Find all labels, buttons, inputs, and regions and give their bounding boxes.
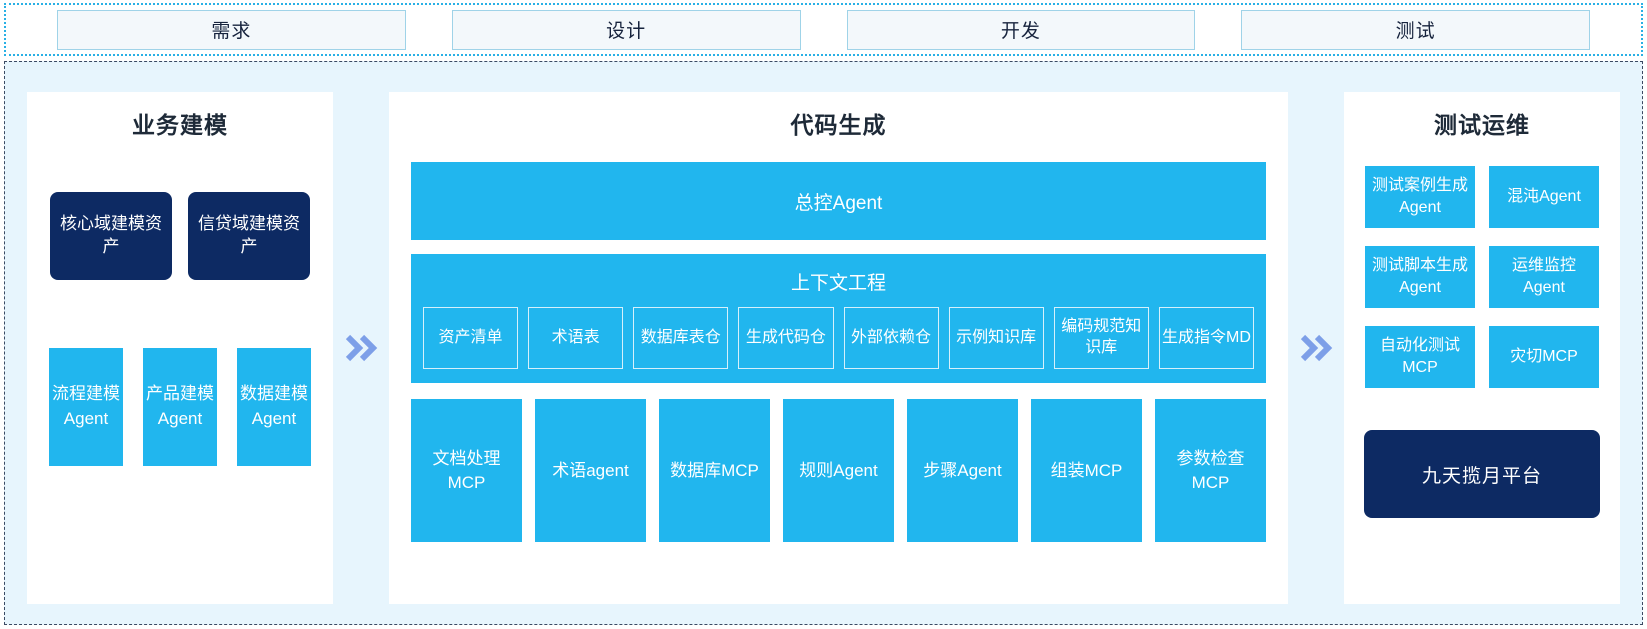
context-item-label: 生成指令MD xyxy=(1161,328,1251,346)
tool-box-parameter-check-mcp[interactable]: 参数检查MCP xyxy=(1155,399,1266,542)
testops-label: 测试案例生成Agent xyxy=(1371,177,1468,216)
asset-label: 信贷域建模资产 xyxy=(198,214,300,256)
test-ops-grid: 测试案例生成Agent 混沌Agent 测试脚本生成Agent 运维监控Agen… xyxy=(1344,166,1620,388)
phase-label: 开发 xyxy=(1000,21,1041,42)
asset-box-core-domain[interactable]: 核心域建模资产 xyxy=(50,192,172,280)
context-item-label: 编码规范知识库 xyxy=(1061,318,1142,356)
testops-box-chaos-agent[interactable]: 混沌Agent xyxy=(1489,166,1599,228)
tool-label: 文档处理MCP xyxy=(432,448,501,492)
context-item-generated-code-repo[interactable]: 生成代码仓 xyxy=(738,307,834,369)
context-item-example-knowledge-base[interactable]: 示例知识库 xyxy=(948,307,1044,369)
phase-label: 需求 xyxy=(211,21,252,42)
asset-box-credit-domain[interactable]: 信贷域建模资产 xyxy=(188,192,310,280)
testops-label: 混沌Agent xyxy=(1507,188,1581,206)
testops-box-ops-monitoring-agent[interactable]: 运维监控Agent xyxy=(1489,246,1599,308)
tool-box-assembly-mcp[interactable]: 组装MCP xyxy=(1031,399,1142,542)
chevron-right-icon-2 xyxy=(1288,92,1344,604)
context-item-label: 外部依赖仓 xyxy=(851,328,932,346)
tool-box-document-processing-mcp[interactable]: 文档处理MCP xyxy=(411,399,522,542)
phase-strip: 需求 设计 开发 测试 xyxy=(4,3,1643,56)
context-engineering-title: 上下文工程 xyxy=(790,273,886,294)
phase-box-requirement[interactable]: 需求 xyxy=(57,9,406,50)
business-assets-row: 核心域建模资产 信贷域建模资产 xyxy=(27,192,333,280)
panel-test-ops: 测试运维 测试案例生成Agent 混沌Agent 测试脚本生成Agent 运维监… xyxy=(1344,92,1620,604)
testops-label: 自动化测试MCP xyxy=(1379,337,1460,376)
panel-title-test-ops: 测试运维 xyxy=(1434,112,1530,138)
tool-box-database-mcp[interactable]: 数据库MCP xyxy=(659,399,770,542)
phase-box-testing[interactable]: 测试 xyxy=(1241,9,1590,50)
tool-label: 参数检查MCP xyxy=(1176,448,1245,492)
tool-label: 规则Agent xyxy=(799,460,878,480)
agent-label: 流程建模Agent xyxy=(52,384,120,428)
tool-box-glossary-agent[interactable]: 术语agent xyxy=(535,399,646,542)
testops-label: 灾切MCP xyxy=(1510,348,1578,366)
testops-box-automated-test-mcp[interactable]: 自动化测试MCP xyxy=(1365,326,1475,388)
agent-box-product-modeling[interactable]: 产品建模Agent xyxy=(143,348,217,466)
master-agent-bar[interactable]: 总控Agent xyxy=(411,162,1266,240)
tool-label: 步骤Agent xyxy=(923,460,1002,480)
testops-label: 运维监控Agent xyxy=(1511,257,1576,296)
context-item-label: 术语表 xyxy=(551,328,600,346)
context-items-row: 资产清单 术语表 数据库表仓 生成代码仓 外部依赖仓 示例知识库 编码规范知识库… xyxy=(423,307,1254,369)
panel-title-code-generation: 代码生成 xyxy=(790,112,887,138)
context-item-coding-standard-knowledge-base[interactable]: 编码规范知识库 xyxy=(1053,307,1149,369)
tool-label: 组装MCP xyxy=(1050,460,1123,480)
code-generation-content: 总控Agent 上下文工程 资产清单 术语表 数据库表仓 生成代码仓 外部依赖仓… xyxy=(389,162,1288,542)
business-agents-row: 流程建模Agent 产品建模Agent 数据建模Agent xyxy=(27,348,333,466)
tool-box-rule-agent[interactable]: 规则Agent xyxy=(783,399,894,542)
agent-box-data-modeling[interactable]: 数据建模Agent xyxy=(237,348,311,466)
main-body: 业务建模 核心域建模资产 信贷域建模资产 流程建模Agent 产品建模Agent… xyxy=(4,61,1643,625)
panel-title-business-modeling: 业务建模 xyxy=(132,112,228,138)
panel-code-generation: 代码生成 总控Agent 上下文工程 资产清单 术语表 数据库表仓 生成代码仓 … xyxy=(389,92,1288,604)
chevron-right-icon-1 xyxy=(333,92,389,604)
context-item-label: 示例知识库 xyxy=(956,328,1037,346)
phase-box-development[interactable]: 开发 xyxy=(846,9,1196,50)
testops-label: 测试脚本生成Agent xyxy=(1371,257,1468,296)
platform-label: 九天揽月平台 xyxy=(1421,465,1542,487)
context-item-db-table-repo[interactable]: 数据库表仓 xyxy=(633,307,729,369)
agent-box-process-modeling[interactable]: 流程建模Agent xyxy=(49,348,123,466)
master-agent-label: 总控Agent xyxy=(794,192,883,214)
tool-box-step-agent[interactable]: 步骤Agent xyxy=(907,399,1018,542)
context-item-label: 资产清单 xyxy=(438,328,503,346)
context-item-glossary[interactable]: 术语表 xyxy=(528,307,624,369)
testops-box-test-script-generation-agent[interactable]: 测试脚本生成Agent xyxy=(1365,246,1475,308)
testops-box-disaster-recovery-mcp[interactable]: 灾切MCP xyxy=(1489,326,1599,388)
tools-row: 文档处理MCP 术语agent 数据库MCP 规则Agent 步骤Agent 组… xyxy=(411,399,1266,542)
context-engineering-block: 上下文工程 资产清单 术语表 数据库表仓 生成代码仓 外部依赖仓 示例知识库 编… xyxy=(411,254,1266,383)
context-item-label: 数据库表仓 xyxy=(640,328,721,346)
platform-box-jiutian-lanyue[interactable]: 九天揽月平台 xyxy=(1364,430,1600,518)
context-item-asset-list[interactable]: 资产清单 xyxy=(423,307,519,369)
panels-container: 业务建模 核心域建模资产 信贷域建模资产 流程建模Agent 产品建模Agent… xyxy=(5,62,1642,624)
panel-business-modeling: 业务建模 核心域建模资产 信贷域建模资产 流程建模Agent 产品建模Agent… xyxy=(27,92,333,604)
asset-label: 核心域建模资产 xyxy=(60,214,162,256)
tool-label: 数据库MCP xyxy=(670,460,759,480)
agent-label: 数据建模Agent xyxy=(240,384,308,428)
phase-row: 需求 设计 开发 测试 xyxy=(6,5,1641,54)
phase-label: 测试 xyxy=(1395,21,1436,42)
context-item-generation-instruction-md[interactable]: 生成指令MD xyxy=(1158,307,1254,369)
phase-label: 设计 xyxy=(606,21,647,42)
context-item-label: 生成代码仓 xyxy=(745,328,826,346)
testops-box-test-case-generation-agent[interactable]: 测试案例生成Agent xyxy=(1365,166,1475,228)
phase-box-design[interactable]: 设计 xyxy=(451,9,801,50)
context-item-external-dependency-repo[interactable]: 外部依赖仓 xyxy=(843,307,939,369)
agent-label: 产品建模Agent xyxy=(146,384,214,428)
tool-label: 术语agent xyxy=(552,460,629,480)
